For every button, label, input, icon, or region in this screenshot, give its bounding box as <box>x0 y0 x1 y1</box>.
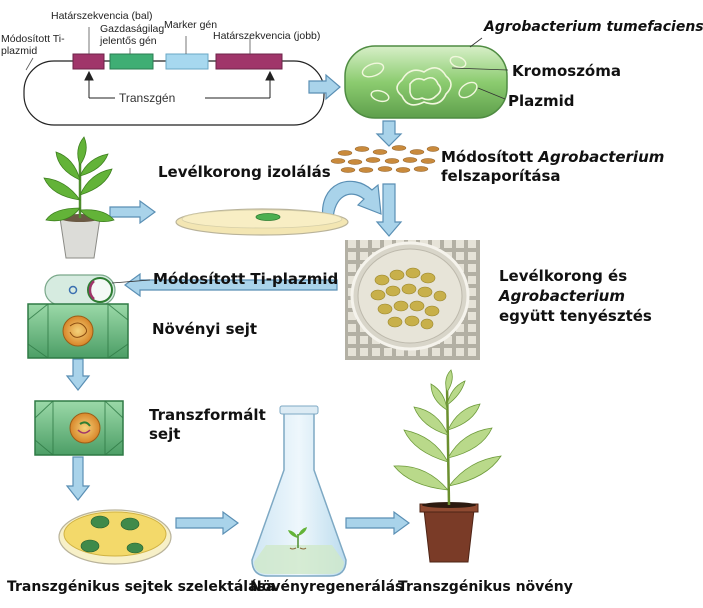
process-arrows <box>65 73 411 536</box>
modified-ti-plasmid-line-1: Módosított Ti- <box>1 33 65 45</box>
economic-gene-line-2: jelentős gén <box>100 35 157 47</box>
arrow-plasmid-to-bacterium <box>308 73 341 101</box>
agrobacterium-title: Agrobacterium tumefaciens <box>484 19 703 35</box>
arrow-regeneration-right <box>345 510 411 536</box>
chromosome-drawing <box>396 67 452 106</box>
leaf-disc-dish <box>175 208 349 236</box>
transgenic-plant-label: Transzgénikus növény <box>398 579 573 595</box>
modified-ti-plasmid-line-2: plazmid <box>1 45 38 57</box>
selection-dish <box>58 509 172 565</box>
arrow-multiply-down <box>375 183 403 237</box>
economic-gene-line-1: Gazdaságilag <box>100 23 165 35</box>
plasmid-label: Plazmid <box>508 92 575 110</box>
multiply-line-2: felszaporítása <box>441 167 561 185</box>
regeneration-flask <box>251 405 347 577</box>
bacteria-spread <box>330 145 440 173</box>
plasmid-drawings <box>361 55 478 103</box>
transgene-label: Transzgén <box>119 91 176 105</box>
cocultivation-line-1: Levélkorong és <box>499 267 628 285</box>
plasmid-diagram <box>23 27 325 126</box>
regeneration-label: Növényregenerálás <box>250 579 404 595</box>
arrow-transformed-down <box>65 456 91 501</box>
border-right-label: Határszekvencia (jobb) <box>213 30 321 42</box>
cocultivation-line-2: Agrobacterium <box>499 287 625 305</box>
transgenic-plant <box>393 369 502 563</box>
multiply-line-1b: Agrobacterium <box>538 148 665 166</box>
transgene-bracket <box>84 70 275 99</box>
arrow-plant-to-dish <box>109 199 157 225</box>
arrow-selection-right <box>175 510 240 536</box>
bacterium-with-plasmid <box>44 274 151 306</box>
multiply-line-1a: Módosított <box>441 148 539 166</box>
economic-gene-segment <box>109 53 154 70</box>
multiply-label: Módosított Agrobacterium felszaporítása <box>441 148 664 186</box>
marker-gene-segment <box>165 53 209 70</box>
economic-gene-label: Gazdaságilag jelentős gén <box>100 23 164 47</box>
cocultivation-label: Levélkorong és Agrobacterium együtt teny… <box>499 266 652 326</box>
agrobacterium-cell <box>344 37 509 119</box>
modified-ti-plasmid-label: Módosított Ti- plazmid <box>1 33 65 57</box>
small-plant <box>43 136 115 259</box>
arrow-cell-down <box>65 358 91 391</box>
transformed-cell-line-2: sejt <box>149 425 181 443</box>
plant-cell <box>27 303 129 359</box>
transformed-cell-label: Transzformált sejt <box>149 406 266 444</box>
cocultivation-photo <box>345 240 480 360</box>
marker-gene-label: Marker gén <box>164 19 218 31</box>
arrow-bacterium-down <box>375 120 403 147</box>
transformed-cell <box>34 400 124 456</box>
arrow-cocultivation-left <box>123 272 338 298</box>
plant-cell-label: Növényi sejt <box>152 320 258 338</box>
plantlet <box>288 527 307 550</box>
border-right-segment <box>215 53 283 70</box>
transformed-cell-line-1: Transzformált <box>149 406 266 424</box>
modified-ti-plasmid-step-label: Módosított Ti-plazmid <box>153 270 339 288</box>
cocultivation-line-3: együtt tenyésztés <box>499 307 652 325</box>
border-left-label: Határszekvencia (bal) <box>51 10 153 22</box>
selection-label: Transzgénikus sejtek szelektálása <box>7 579 276 595</box>
border-left-segment <box>72 53 105 70</box>
curved-arrow <box>321 180 382 221</box>
leaf-disc-isolation-label: Levélkorong izolálás <box>158 163 331 181</box>
chromosome-label: Kromoszóma <box>512 62 621 80</box>
